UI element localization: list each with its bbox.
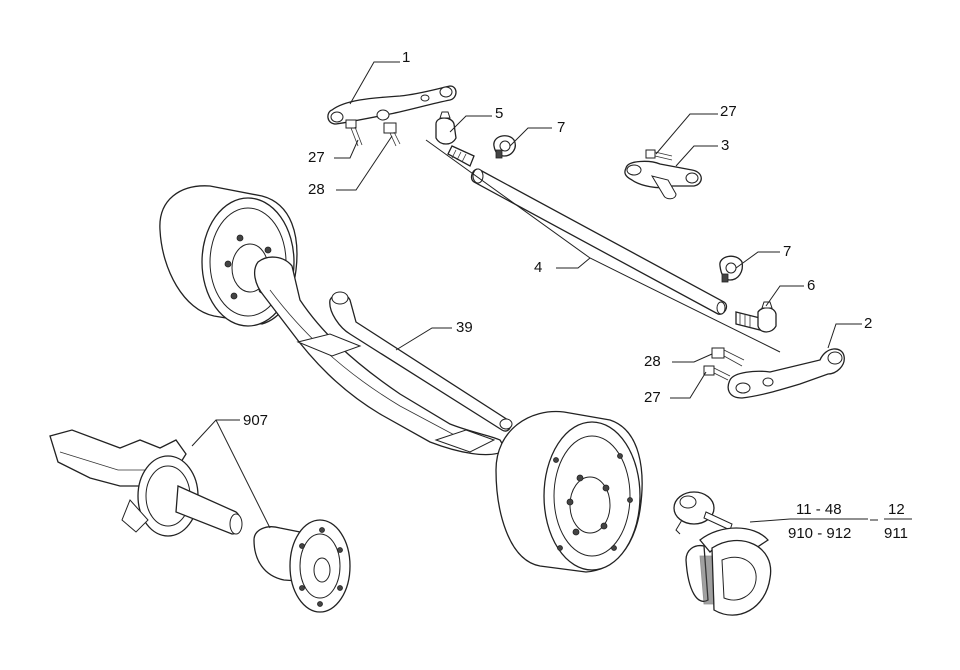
callout-12: 12 <box>888 501 905 518</box>
callout-11-48: 11 - 48 <box>796 501 842 518</box>
callout-28-top: 28 <box>308 181 325 198</box>
callout-3: 3 <box>721 137 729 154</box>
tie-rod-end-5 <box>435 111 475 167</box>
callout-910-912: 910 - 912 <box>788 525 851 542</box>
callout-4: 4 <box>534 259 542 276</box>
callout-27-top: 27 <box>308 149 325 166</box>
axle-beam-39 <box>253 256 507 456</box>
steering-arm-2 <box>727 348 845 399</box>
leader-lines <box>191 61 912 529</box>
bolt-27-top <box>345 119 363 147</box>
clamp-7-top <box>493 135 516 159</box>
brake-shoes <box>685 527 772 616</box>
tie-rod-end-6 <box>735 301 777 333</box>
tie-rod-4 <box>470 168 728 315</box>
callout-7-top: 7 <box>557 119 565 136</box>
callout-7-lower: 7 <box>783 243 791 260</box>
callout-1: 1 <box>402 49 410 66</box>
callout-28-right: 28 <box>644 353 661 370</box>
callout-39: 39 <box>456 319 473 336</box>
callout-27-right: 27 <box>644 389 661 406</box>
callout-6: 6 <box>807 277 815 294</box>
bolt-27-right-top <box>645 149 673 161</box>
steering-arm-3 <box>624 160 702 200</box>
drag-link-39 <box>329 291 513 432</box>
callout-2: 2 <box>864 315 872 332</box>
stub-axle-knuckle <box>49 429 243 537</box>
bolt-28-right <box>711 347 745 367</box>
brake-chamber <box>673 491 733 535</box>
right-brake-drum <box>495 410 643 573</box>
bolt-28-top <box>383 122 401 147</box>
steering-arm-1 <box>327 85 457 125</box>
callout-5: 5 <box>495 105 503 122</box>
clamp-7-lower <box>719 255 744 283</box>
callout-911: 911 <box>884 525 908 542</box>
bolt-27-right <box>703 365 731 381</box>
callout-27-right-top: 27 <box>720 103 737 120</box>
callout-907: 907 <box>243 412 268 429</box>
hub-907 <box>253 519 351 613</box>
callout-labels: 1 27 28 5 7 27 3 4 7 6 2 28 27 39 907 11… <box>243 49 908 542</box>
